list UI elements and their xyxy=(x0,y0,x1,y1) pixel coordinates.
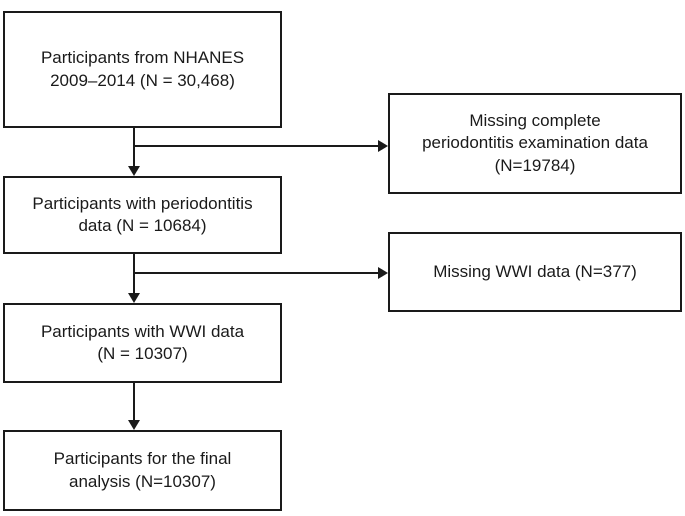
arrowhead-right-to-missing-wwi xyxy=(378,267,388,279)
connector-line-perio-to-wwi xyxy=(133,254,135,296)
node-text-line: Participants from NHANES xyxy=(40,48,245,68)
node-text-line: Participants with periodontitis xyxy=(32,193,253,213)
node-text-line: 2009–2014 (N = 30,468) xyxy=(50,70,235,90)
arrowhead-right-to-missing-perio xyxy=(378,140,388,152)
node-text-line: (N = 10307) xyxy=(97,344,188,363)
connector-line-to-missing-wwi xyxy=(134,272,379,274)
connector-line-wwi-to-final xyxy=(133,383,135,423)
node-text-line: (N=19784) xyxy=(494,155,576,175)
node-participants-wwi: Participants with WWI data (N = 10307) xyxy=(3,303,282,383)
node-text-line: Participants with WWI data xyxy=(40,321,245,341)
arrowhead-down-to-final xyxy=(128,420,140,430)
node-text-line: Missing WWI data (N=377) xyxy=(433,261,637,281)
arrowhead-down-to-perio xyxy=(128,166,140,176)
node-text-line: Missing complete xyxy=(469,110,601,130)
node-text-line: analysis (N=10307) xyxy=(69,471,216,491)
connector-line-to-missing-perio xyxy=(134,145,379,147)
node-participants-nhanes: Participants from NHANES 2009–2014 (N = … xyxy=(3,11,282,128)
arrowhead-down-to-wwi xyxy=(128,293,140,303)
node-missing-wwi-data: Missing WWI data (N=377) xyxy=(388,232,682,312)
node-participants-final-analysis: Participants for the final analysis (N=1… xyxy=(3,430,282,511)
node-missing-periodontitis-data: Missing complete periodontitis examinati… xyxy=(388,93,682,194)
node-participants-periodontitis: Participants with periodontitis data (N … xyxy=(3,176,282,254)
node-text-line: Participants for the final xyxy=(53,449,232,469)
node-text-line: data (N = 10684) xyxy=(78,216,207,235)
node-text-line: periodontitis examination data xyxy=(422,133,648,153)
connector-line-nhanes-to-perio xyxy=(133,128,135,169)
